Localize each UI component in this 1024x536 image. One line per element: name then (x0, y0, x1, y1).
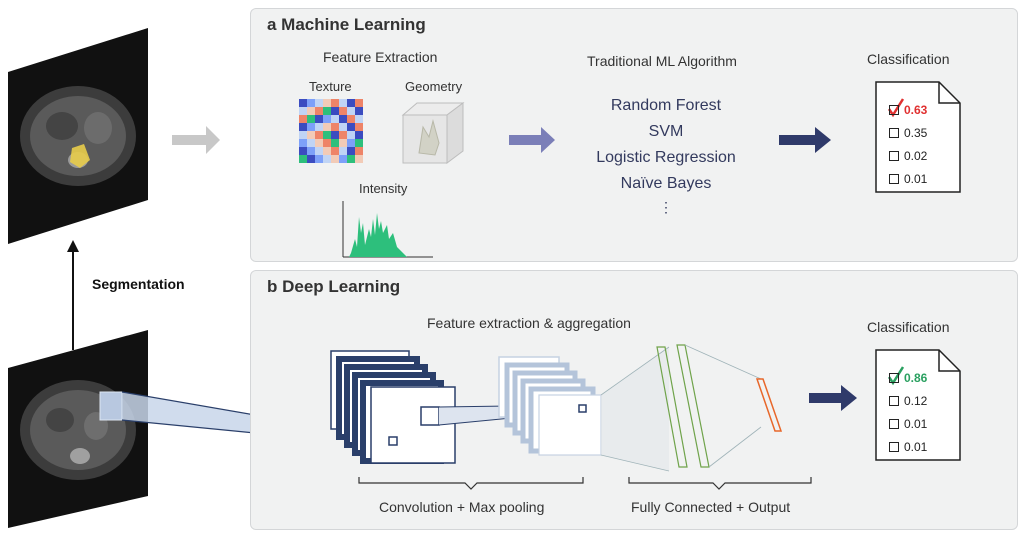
intensity-histogram (342, 201, 433, 258)
algorithm-header: Traditional ML Algorithm (587, 53, 737, 69)
dl-score-3: 0.01 (904, 417, 928, 431)
machine-learning-panel: a Machine Learning Feature Extraction Te… (250, 8, 1018, 262)
segmentation-label: Segmentation (92, 276, 185, 292)
checkbox-icon (889, 419, 899, 429)
checkbox-icon (889, 128, 899, 138)
intensity-label: Intensity (359, 181, 408, 196)
conv-brace (358, 477, 584, 490)
arrow-to-classification-ml (779, 127, 831, 153)
ml-score-3: 0.02 (904, 149, 928, 163)
ml-score-row-2: 0.35 (889, 126, 927, 140)
geometry-label: Geometry (405, 79, 463, 94)
conv-stack (330, 350, 456, 464)
arrow-to-classification-dl (809, 385, 857, 411)
dl-score-row-1: 0.86 (889, 371, 927, 385)
ml-classification-document: 0.63 0.35 0.02 0.01 (875, 81, 961, 193)
dl-score-2: 0.12 (904, 394, 928, 408)
checkbox-icon (889, 174, 899, 184)
dl-score-1: 0.86 (904, 371, 928, 385)
ml-score-4: 0.01 (904, 172, 928, 186)
cnn-diagram (330, 344, 857, 490)
fc-output-label: Fully Connected + Output (631, 499, 791, 515)
checkbox-icon (889, 442, 899, 452)
ml-score-2: 0.35 (904, 126, 928, 140)
ml-score-row-1: 0.63 (889, 103, 927, 117)
texture-heatmap (299, 99, 363, 163)
texture-label: Texture (309, 79, 352, 94)
arrow-to-algorithm (509, 127, 555, 153)
dl-title: b Deep Learning (267, 277, 401, 296)
ct-scan-top (8, 28, 148, 244)
dl-score-4: 0.01 (904, 440, 928, 454)
arrow-to-ml (172, 126, 220, 154)
ml-classification-label: Classification (867, 51, 950, 67)
dl-score-row-2: 0.12 (889, 394, 927, 408)
checkbox-icon (889, 396, 899, 406)
algo-random-forest: Random Forest (610, 97, 722, 114)
dl-classification-document: 0.86 0.12 0.01 0.01 (875, 349, 961, 461)
feature-aggregation-label: Feature extraction & aggregation (427, 315, 631, 331)
ml-score-row-3: 0.02 (889, 149, 927, 163)
ml-score-row-4: 0.01 (889, 172, 927, 186)
checkbox-icon (889, 151, 899, 161)
ml-title: a Machine Learning (267, 15, 426, 34)
fc-layers (656, 344, 762, 468)
deep-learning-panel: b Deep Learning Feature extraction & agg… (250, 270, 1018, 530)
geometry-cube (401, 102, 465, 164)
checkbox-icon (889, 105, 899, 115)
output-layer (755, 378, 783, 432)
ct-scan-bottom (8, 330, 148, 528)
algo-ellipsis: ⋮ (659, 199, 673, 215)
ml-score-1: 0.63 (904, 103, 928, 117)
algo-logistic-regression: Logistic Regression (596, 149, 736, 166)
dl-classification-label: Classification (867, 319, 950, 335)
conv-pool-label: Convolution + Max pooling (379, 499, 545, 515)
dl-score-row-4: 0.01 (889, 440, 927, 454)
pooling-stack (498, 356, 602, 456)
fc-brace (628, 477, 812, 490)
algo-svm: SVM (648, 123, 684, 140)
dl-score-row-3: 0.01 (889, 417, 927, 431)
checkbox-icon (889, 373, 899, 383)
algo-naive-bayes: Naïve Bayes (620, 175, 712, 192)
feature-extraction-label: Feature Extraction (323, 49, 438, 65)
